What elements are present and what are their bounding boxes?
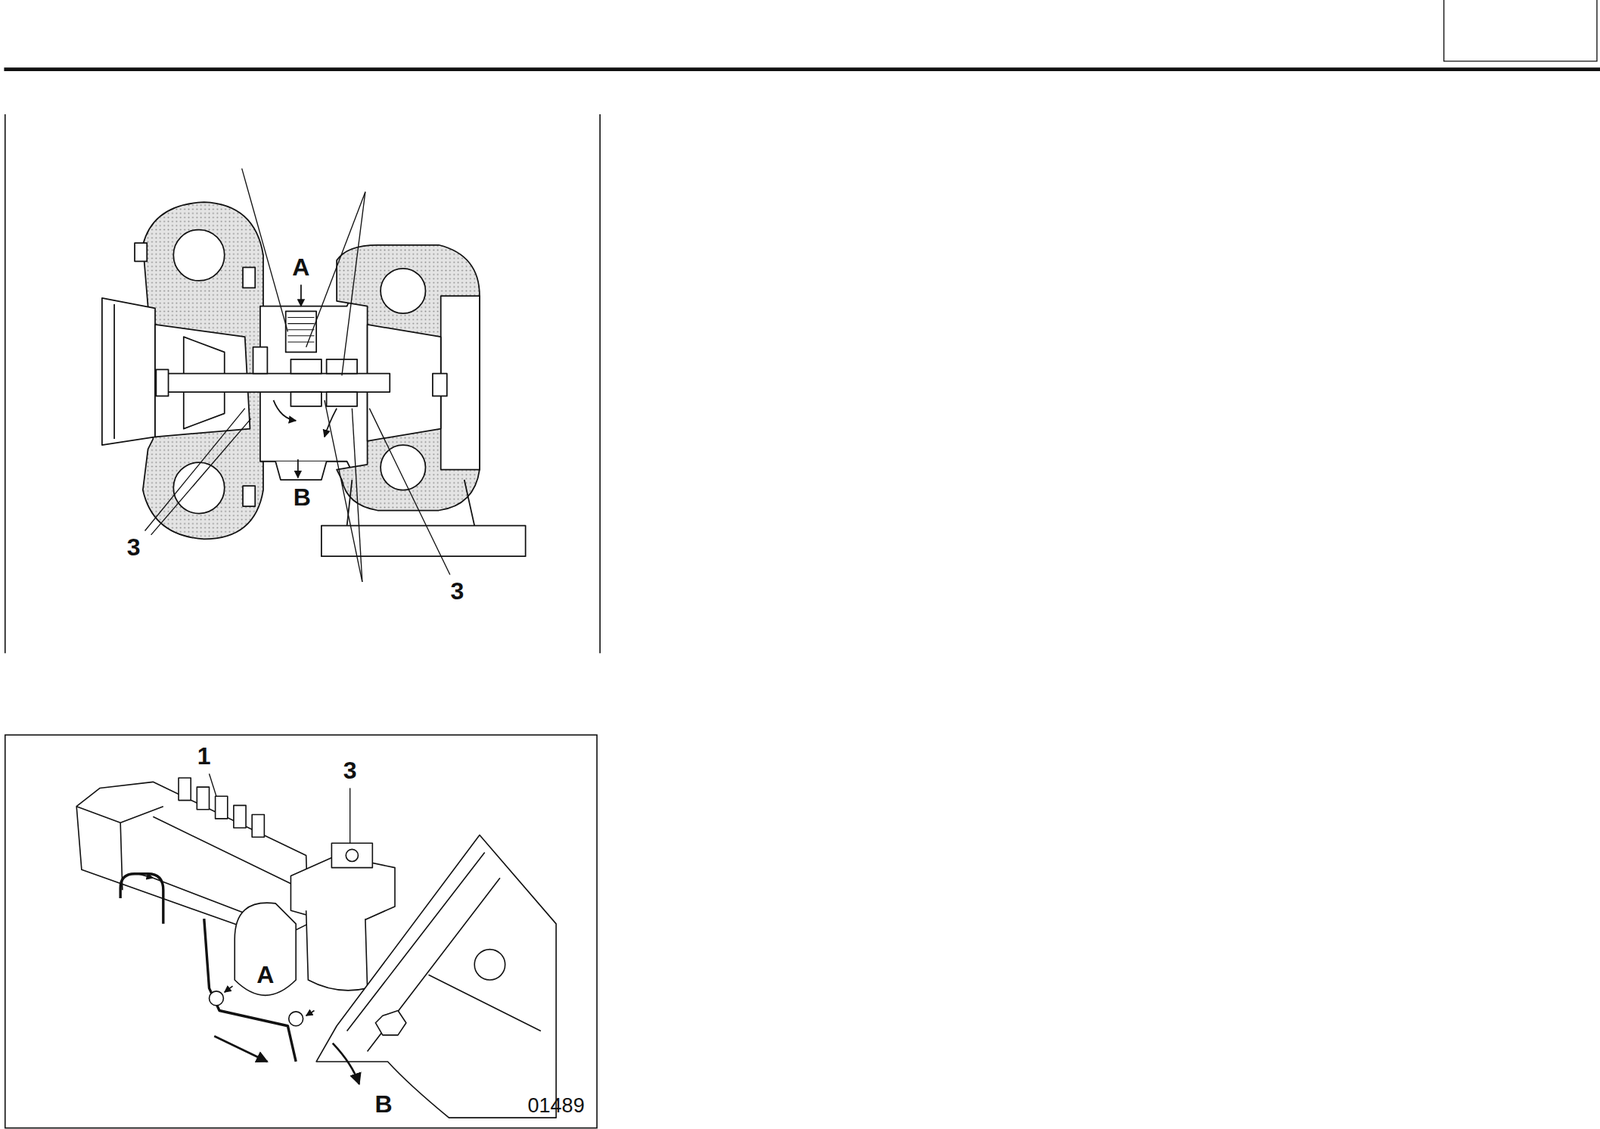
inlet-line xyxy=(113,304,115,439)
frame-line xyxy=(4,114,7,653)
oil-pipe xyxy=(120,873,164,924)
compressor-port xyxy=(345,848,358,861)
turbine-volute xyxy=(380,268,426,314)
leader-line xyxy=(145,408,246,532)
flywheel-housing xyxy=(316,834,557,1118)
housing-bolt xyxy=(375,1010,406,1035)
oil-inlet-thread xyxy=(287,317,314,342)
compressor-inlet xyxy=(102,298,156,445)
leader-line xyxy=(151,418,252,535)
compressor-cylinder xyxy=(306,910,368,991)
delivery-valve xyxy=(178,777,191,801)
clamp xyxy=(242,485,255,507)
page-header xyxy=(3,0,1600,70)
figure-frame xyxy=(5,114,600,653)
pipe-fitting xyxy=(288,1011,304,1026)
callout-letter: B xyxy=(375,1091,393,1116)
clamp xyxy=(242,267,255,288)
journal-bearing xyxy=(290,359,321,374)
flow-arrow xyxy=(137,873,153,878)
figure-frame xyxy=(5,734,597,1128)
delivery-valve xyxy=(251,814,265,838)
housing-leg xyxy=(347,479,476,526)
callout-letter: A xyxy=(256,962,274,987)
oil-in-arrow xyxy=(300,284,302,306)
thrust-bearing xyxy=(253,347,268,374)
housing-rib xyxy=(347,851,541,1051)
delivery-valve xyxy=(233,804,246,828)
flow-arrow xyxy=(214,1035,268,1062)
delivery-valve xyxy=(196,786,209,810)
frame-line xyxy=(599,114,601,653)
leader-line xyxy=(349,787,351,843)
leader-line xyxy=(242,168,289,333)
callout-number: 1 xyxy=(197,743,212,768)
journal-bearing xyxy=(290,391,321,407)
oil-outlet xyxy=(275,461,327,480)
oil-out-arrow xyxy=(297,459,299,478)
callout-number: 3 xyxy=(450,578,464,603)
pipe-fitting xyxy=(209,991,224,1006)
callout-letter: A xyxy=(292,254,310,280)
compressor-volute xyxy=(173,229,224,281)
journal-bearing xyxy=(326,359,358,374)
delivery-valve xyxy=(215,795,228,819)
leader-line xyxy=(369,408,451,575)
compressor-head xyxy=(331,842,373,867)
oil-flow-arrow xyxy=(324,408,337,438)
page-tab xyxy=(1444,0,1597,62)
drive-housing xyxy=(234,902,296,995)
oil-pipe xyxy=(204,918,296,1062)
leader-line xyxy=(341,192,366,376)
leader-lines xyxy=(209,773,351,844)
shaft xyxy=(163,373,390,392)
pump-illustration xyxy=(76,777,557,1118)
callout-number: 3 xyxy=(127,534,141,560)
housing-lug xyxy=(134,242,147,261)
callout-letter: B xyxy=(293,484,311,510)
leader-line xyxy=(306,192,366,348)
turbine-volute xyxy=(380,444,426,490)
leader-line xyxy=(209,773,217,797)
journal-bearing xyxy=(326,391,358,407)
figure-number: 01489 xyxy=(528,1094,585,1116)
delivery-valves xyxy=(178,777,265,837)
housing-plug xyxy=(474,949,505,980)
compressor-volute xyxy=(173,462,224,513)
flow-arrow xyxy=(306,1010,315,1016)
flow-arrow xyxy=(224,985,234,992)
pump-edge xyxy=(76,806,164,891)
oil-flow-arrow xyxy=(273,400,296,421)
callout-number: 3 xyxy=(343,758,358,783)
turbocharger-section xyxy=(102,201,526,557)
leader-line xyxy=(324,400,363,582)
flow-arrow xyxy=(332,1043,360,1085)
leader-line xyxy=(351,408,362,582)
header-rule xyxy=(3,67,1600,72)
shaft-nut xyxy=(155,369,168,396)
turbine-nut xyxy=(432,373,448,397)
compressor-housing xyxy=(142,201,276,539)
leader-lines xyxy=(145,168,451,582)
